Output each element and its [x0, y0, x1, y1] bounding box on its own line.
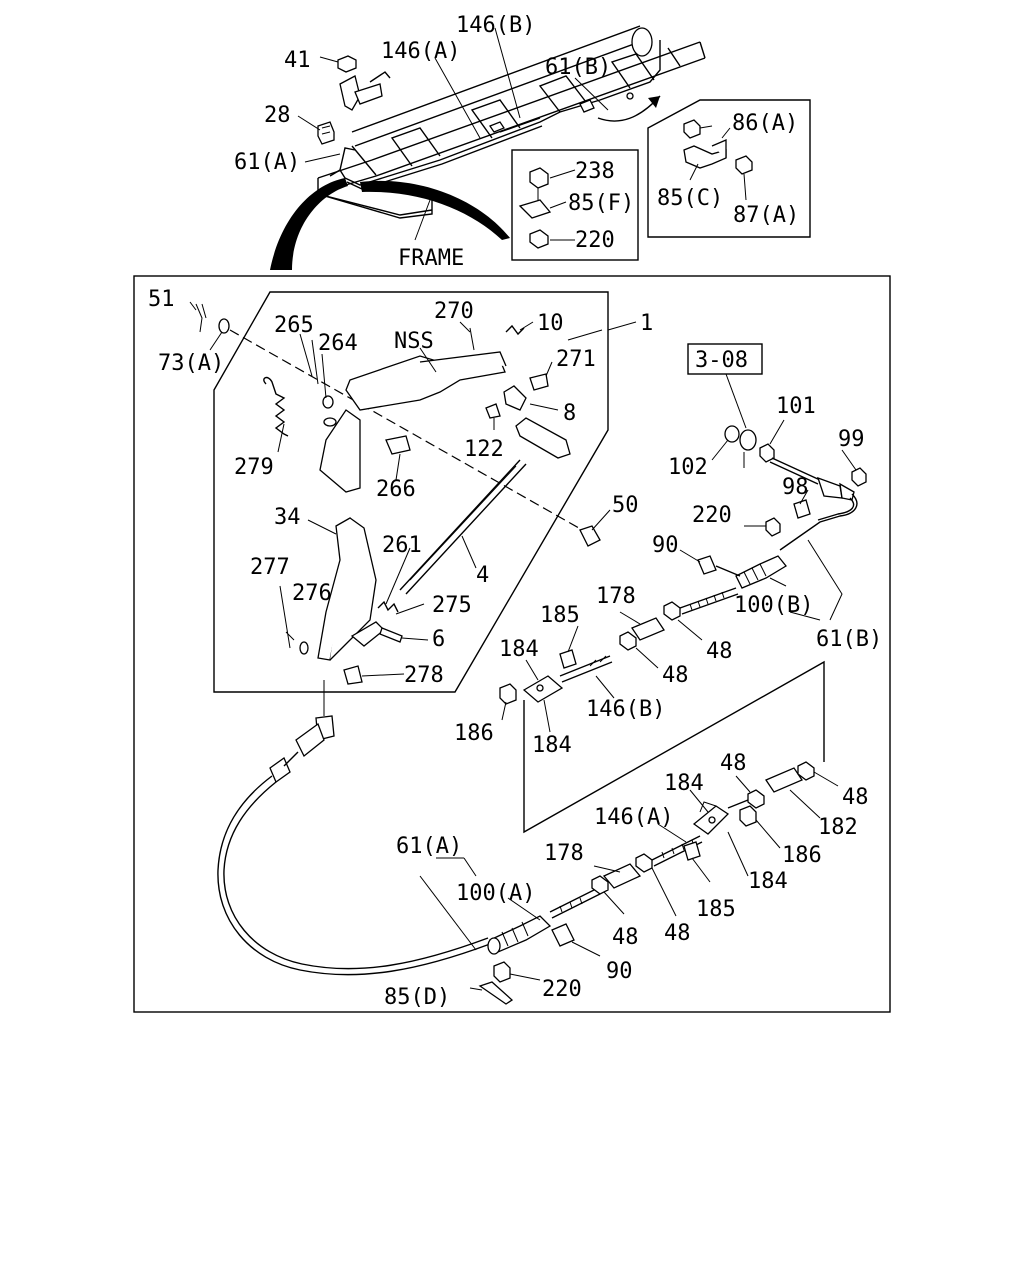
callout-28: 28 — [264, 103, 291, 128]
cable-b-assembly — [499, 373, 867, 733]
callout-122: 122 — [464, 437, 504, 462]
callout-86a: 86(A) — [732, 111, 798, 136]
leader-1 — [607, 321, 637, 331]
callout-61b: 61(B) — [816, 627, 882, 652]
callout-34: 34 — [274, 505, 301, 530]
callout-48-a3: 48 — [612, 925, 639, 950]
exploded-group-outline — [523, 660, 825, 834]
callout-184-a2: 184 — [748, 869, 788, 894]
callout-85f: 85(F) — [568, 191, 634, 216]
callout-277: 277 — [250, 555, 290, 580]
callout-87a: 87(A) — [733, 203, 799, 228]
callout-100a: 100(A) — [456, 881, 535, 906]
callout-101: 101 — [776, 394, 816, 419]
callout-184-b2: 184 — [532, 733, 572, 758]
callout-184-a1: 184 — [664, 771, 704, 796]
callout-48-a4: 48 — [664, 921, 691, 946]
callout-100b: 100(B) — [734, 593, 813, 618]
callout-sweep-arrow-icon — [270, 178, 348, 270]
frame-assembly-view — [270, 25, 706, 270]
callout-220-b: 220 — [692, 503, 732, 528]
callout-4: 4 — [476, 563, 489, 588]
reference-3-08: 3-08 — [695, 348, 748, 373]
reference-box-3-08 — [687, 343, 763, 375]
callout-270: 270 — [434, 299, 474, 324]
callout-266: 266 — [376, 477, 416, 502]
pedal-subassembly-outline — [213, 291, 609, 693]
callout-178-b: 178 — [596, 584, 636, 609]
callout-85d: 85(D) — [384, 985, 450, 1010]
callout-90-a: 90 — [606, 959, 633, 984]
frame-label: FRAME — [398, 246, 464, 271]
callout-186-a: 186 — [782, 843, 822, 868]
callout-278: 278 — [404, 663, 444, 688]
callout-48-a2: 48 — [842, 785, 869, 810]
callout-220-inset: 220 — [575, 228, 615, 253]
callout-61a-top: 61(A) — [234, 150, 300, 175]
callout-85c: 85(C) — [657, 186, 723, 211]
callout-6: 6 — [432, 627, 445, 652]
callout-8: 8 — [563, 401, 576, 426]
callout-48-a1: 48 — [720, 751, 747, 776]
callout-264: 264 — [318, 331, 358, 356]
callout-261: 261 — [382, 533, 422, 558]
callout-178-a: 178 — [544, 841, 584, 866]
callout-48-b2: 48 — [662, 663, 689, 688]
cable-a-assembly — [217, 680, 839, 1005]
callout-90-b: 90 — [652, 533, 679, 558]
main-diagram-frame — [133, 275, 891, 1013]
callout-61b-top: 61(B) — [545, 55, 611, 80]
callout-220-a: 220 — [542, 977, 582, 1002]
callout-61a: 61(A) — [396, 834, 462, 859]
callout-51: 51 — [148, 287, 175, 312]
callout-146a: 146(A) — [594, 805, 673, 830]
callout-238: 238 — [575, 159, 615, 184]
callout-146a-top: 146(A) — [381, 39, 460, 64]
callout-185-b: 185 — [540, 603, 580, 628]
callout-99: 99 — [838, 427, 865, 452]
callout-271: 271 — [556, 347, 596, 372]
callout-sweep-arrow-icon — [360, 180, 510, 240]
callout-279: 279 — [234, 455, 274, 480]
callout-98: 98 — [782, 475, 809, 500]
callout-182: 182 — [818, 815, 858, 840]
callout-48-b1: 48 — [706, 639, 733, 664]
arrow-head-icon — [648, 96, 660, 108]
callout-276: 276 — [292, 581, 332, 606]
callout-146b: 146(B) — [586, 697, 665, 722]
pedal-assembly — [189, 301, 611, 685]
callout-50: 50 — [612, 493, 639, 518]
callout-265: 265 — [274, 313, 314, 338]
callout-73a: 73(A) — [158, 351, 224, 376]
callout-1: 1 — [640, 311, 653, 336]
callout-184-b1: 184 — [499, 637, 539, 662]
callout-275: 275 — [432, 593, 472, 618]
callout-nss: NSS — [394, 329, 434, 354]
callout-10: 10 — [537, 311, 564, 336]
callout-186-b: 186 — [454, 721, 494, 746]
callout-102: 102 — [668, 455, 708, 480]
inset-box-clip — [647, 99, 811, 238]
callout-41: 41 — [284, 48, 311, 73]
callout-185-a: 185 — [696, 897, 736, 922]
inset-box-bolt — [511, 149, 639, 261]
callout-146b-top: 146(B) — [456, 13, 535, 38]
